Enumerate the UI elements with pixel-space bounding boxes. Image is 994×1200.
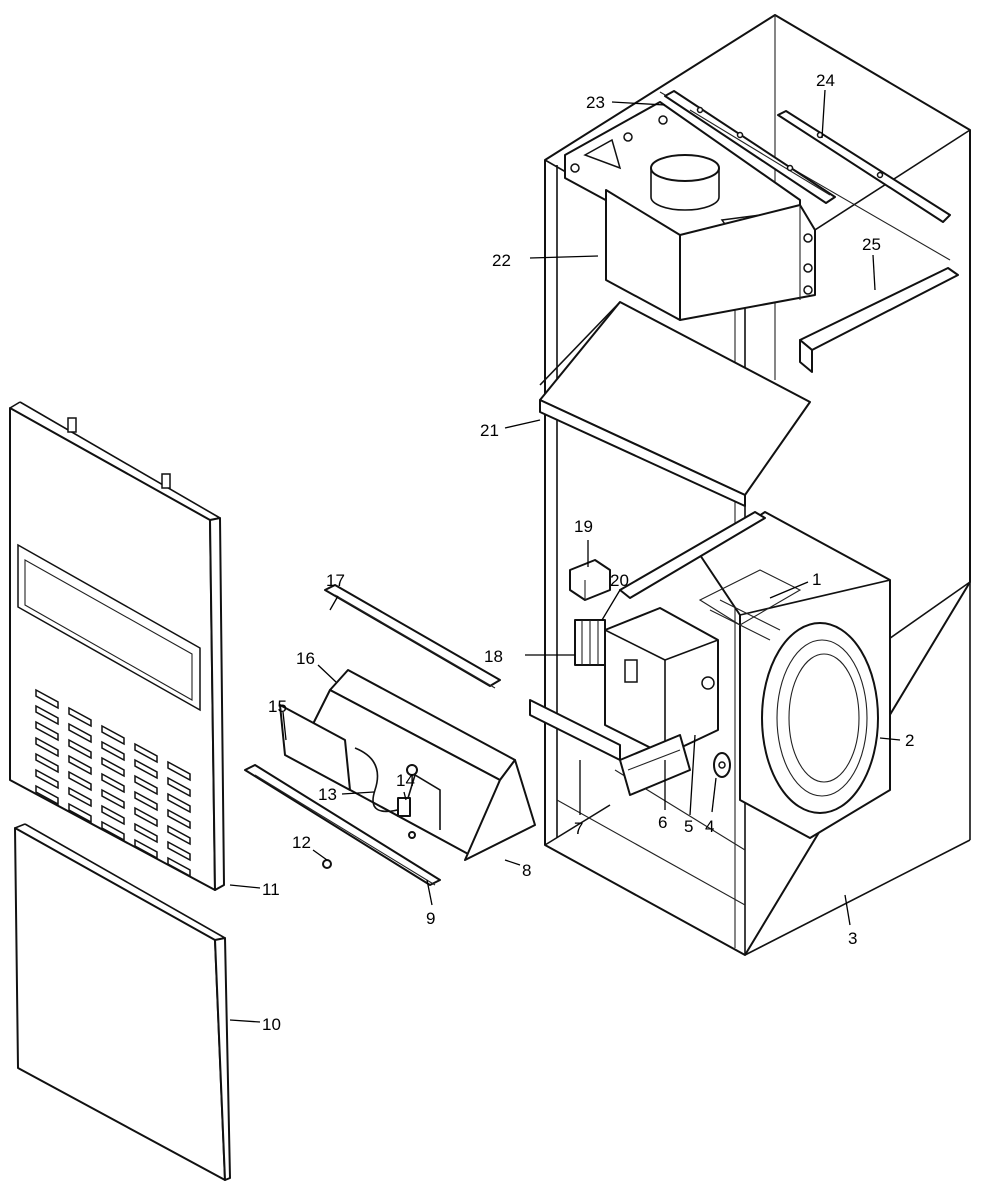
callout-numbers: 1 2 3 4 5 6 7 8 9 10 11 12 13 14 15 16 1… (262, 71, 914, 1034)
callout-25: 25 (862, 235, 881, 254)
lower-bracket (529, 699, 621, 761)
burner-shield (279, 669, 536, 861)
louver-slot (167, 792, 191, 814)
louver-slot (134, 790, 158, 812)
terminal-strip (574, 619, 606, 666)
louver-slot (134, 822, 158, 844)
side-bracket (799, 267, 959, 373)
blower-assembly (698, 511, 891, 839)
louver-slot (68, 706, 92, 728)
callout-14: 14 (396, 771, 415, 790)
callout-22: 22 (492, 251, 511, 270)
callout-12: 12 (292, 833, 311, 852)
callout-9: 9 (426, 909, 435, 928)
callout-17: 17 (326, 571, 345, 590)
louver-slot (167, 760, 191, 782)
gas-tube (354, 747, 441, 830)
burner-tray (244, 764, 441, 886)
top-rails (664, 90, 951, 223)
callout-1: 1 (812, 570, 821, 589)
louver-slot (134, 838, 158, 860)
middle-rail (619, 511, 766, 599)
callout-3: 3 (848, 929, 857, 948)
callout-18: 18 (484, 647, 503, 666)
louver-slot (35, 752, 59, 774)
callout-16: 16 (296, 649, 315, 668)
louver-slot (101, 724, 125, 746)
louver-slot (35, 784, 59, 806)
louver-slot (35, 688, 59, 710)
louver-slot (167, 840, 191, 862)
callout-23: 23 (586, 93, 605, 112)
louver-slot (134, 774, 158, 796)
burner-front-bracket (324, 584, 501, 689)
leader-lines (229, 89, 901, 1023)
louver-slot (134, 742, 158, 764)
louver-slot (35, 720, 59, 742)
callout-20: 20 (610, 571, 629, 590)
louver-slot (101, 804, 125, 826)
louver-slot (101, 820, 125, 842)
louver-slot (35, 768, 59, 790)
callout-8: 8 (522, 861, 531, 880)
limit-switch (713, 752, 731, 778)
callout-11: 11 (262, 880, 280, 899)
louver-slot (101, 772, 125, 794)
louver-slot (68, 754, 92, 776)
louver-slot (35, 736, 59, 758)
callout-5: 5 (684, 817, 693, 836)
callout-7: 7 (574, 819, 583, 838)
louver-slot (101, 740, 125, 762)
callout-2: 2 (905, 731, 914, 750)
callout-21: 21 (480, 421, 499, 440)
transformer (569, 559, 611, 601)
vent-box (605, 189, 816, 321)
lower-front-panel (14, 823, 231, 1181)
louver-slot (134, 758, 158, 780)
upper-front-panel (9, 401, 225, 891)
control-box (604, 607, 719, 796)
louver-slot (101, 788, 125, 810)
callout-6: 6 (658, 813, 667, 832)
louver-slot (68, 738, 92, 760)
louver-slot (167, 856, 191, 878)
baffle-plate (539, 301, 811, 507)
louver-slot (167, 808, 191, 830)
callout-24: 24 (816, 71, 835, 90)
pilot-assembly (397, 764, 418, 817)
callout-10: 10 (262, 1015, 281, 1034)
callout-15: 15 (268, 697, 287, 716)
louver-slot (101, 756, 125, 778)
panel-louvers (35, 688, 191, 878)
louver-slot (35, 704, 59, 726)
louver-slot (68, 786, 92, 808)
callout-4: 4 (705, 817, 714, 836)
louver-slot (167, 776, 191, 798)
callout-19: 19 (574, 517, 593, 536)
louver-slot (68, 770, 92, 792)
louver-slot (68, 722, 92, 744)
louver-slot (134, 806, 158, 828)
callout-13: 13 (318, 785, 337, 804)
louver-slot (167, 824, 191, 846)
louver-slot (68, 802, 92, 824)
